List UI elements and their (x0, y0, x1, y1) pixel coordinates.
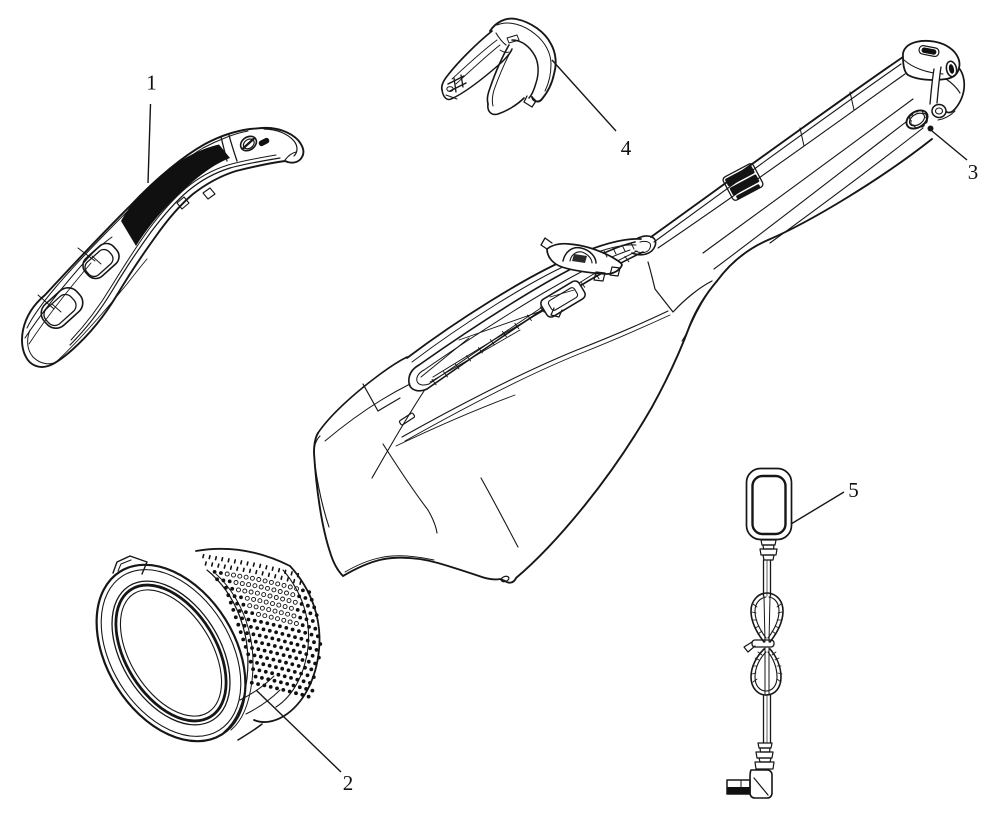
svg-text:5: 5 (848, 478, 859, 502)
svg-text:4: 4 (621, 136, 632, 160)
svg-text:1: 1 (146, 71, 157, 95)
svg-text:3: 3 (968, 160, 979, 184)
svg-text:2: 2 (343, 771, 354, 795)
